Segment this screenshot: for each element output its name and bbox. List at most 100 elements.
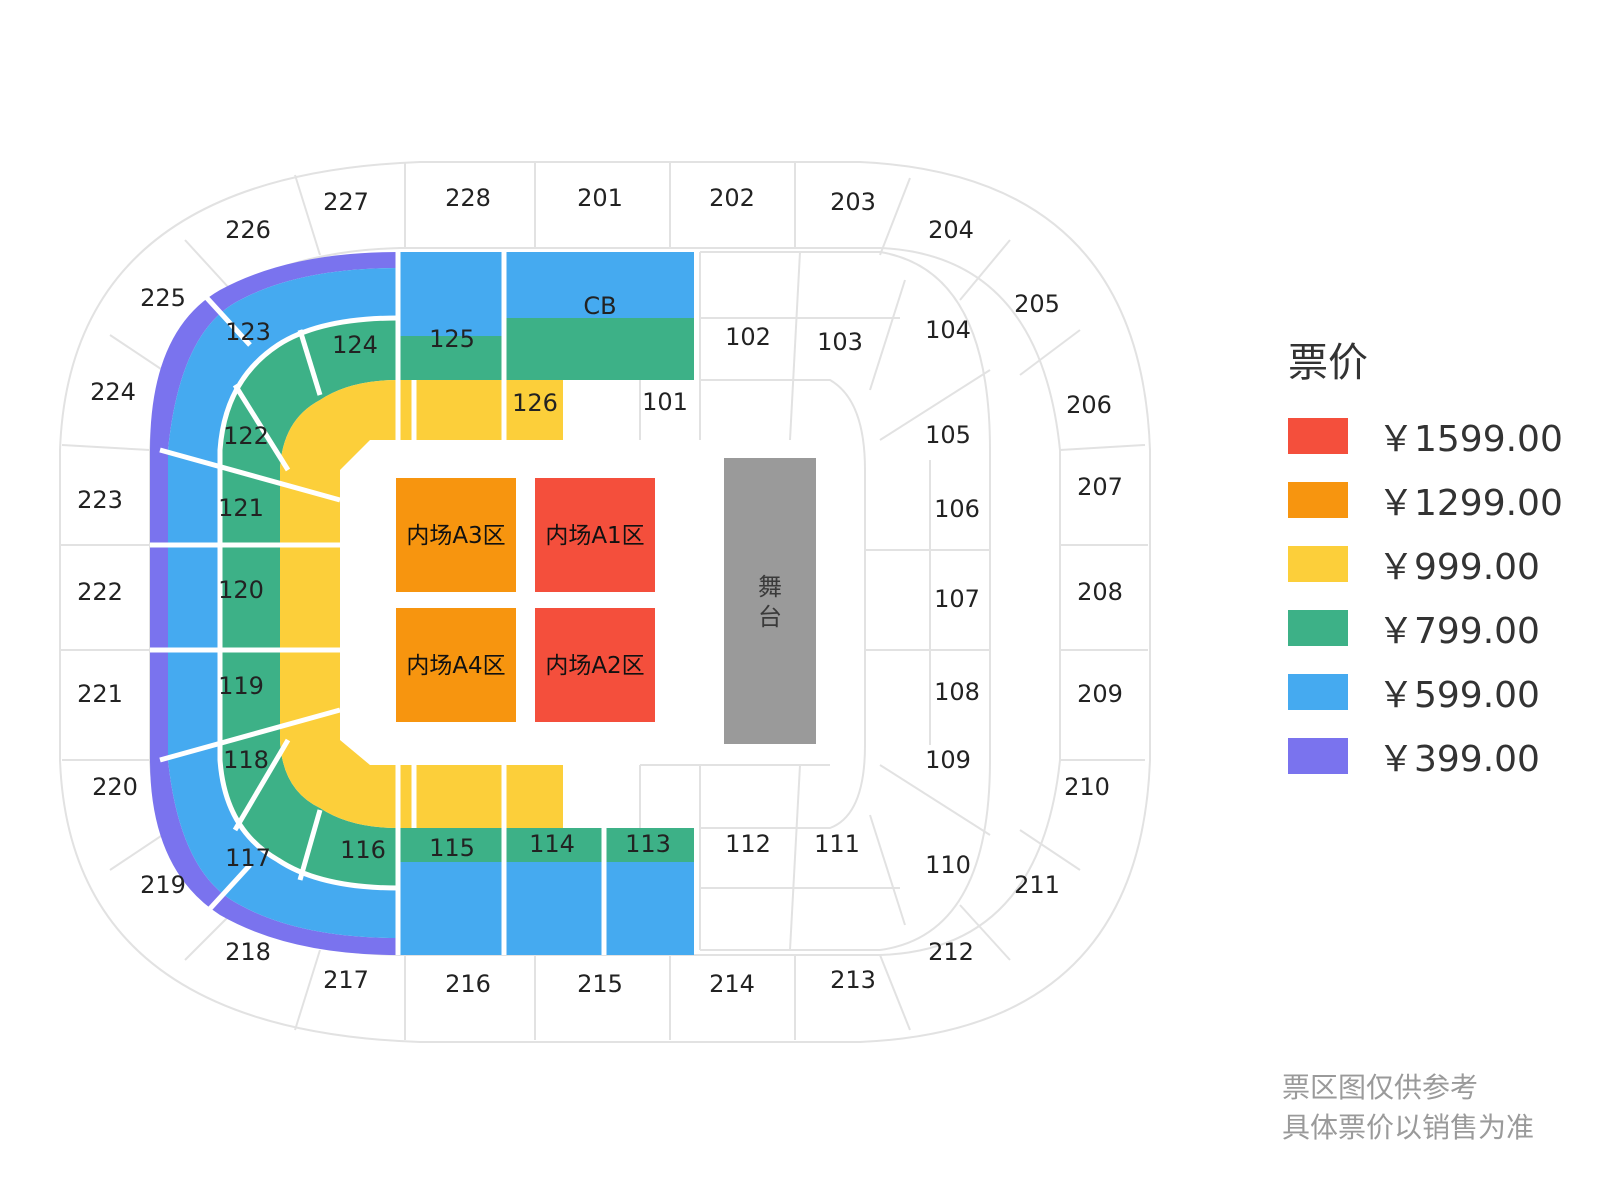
- section-113[interactable]: 113: [625, 830, 671, 858]
- section-cb[interactable]: CB: [583, 292, 616, 320]
- stage-label-2: 台: [758, 603, 782, 631]
- sec-bottom-green: [398, 828, 694, 862]
- floor-zone-a4[interactable]: [396, 608, 516, 722]
- section-115[interactable]: 115: [429, 834, 475, 862]
- floor-zone-a2-label: 内场A2区: [545, 653, 644, 679]
- legend-price: ￥1599.00: [1378, 419, 1563, 460]
- section-124[interactable]: 124: [332, 331, 378, 359]
- price-legend: 票价 ￥1599.00 ￥1299.00 ￥999.00 ￥799.00 ￥59…: [1288, 330, 1588, 788]
- section-120[interactable]: 120: [218, 576, 264, 604]
- section-116[interactable]: 116: [340, 836, 386, 864]
- sec-bottom-blue-strip: [398, 862, 694, 888]
- floor-zone-a3-label: 内场A3区: [406, 523, 505, 549]
- section-122[interactable]: 122: [223, 422, 269, 450]
- section-222[interactable]: 222: [77, 578, 123, 606]
- floor-zone-a1-label: 内场A1区: [545, 523, 644, 549]
- section-201[interactable]: 201: [577, 184, 623, 212]
- disclaimer-line-2: 具体票价以销售为准: [1282, 1111, 1535, 1144]
- section-225[interactable]: 225: [140, 284, 186, 312]
- section-103[interactable]: 103: [817, 328, 863, 356]
- section-202[interactable]: 202: [709, 184, 755, 212]
- section-111[interactable]: 111: [814, 830, 860, 858]
- left-dividers: [150, 252, 607, 955]
- section-114[interactable]: 114: [529, 830, 575, 858]
- lower-right-dividers: [639, 251, 991, 951]
- floor-zone-a2[interactable]: [535, 608, 655, 722]
- section-213[interactable]: 213: [830, 966, 876, 994]
- section-206[interactable]: 206: [1066, 391, 1112, 419]
- section-224[interactable]: 224: [90, 378, 136, 406]
- section-108[interactable]: 108: [934, 678, 980, 706]
- section-216[interactable]: 216: [445, 970, 491, 998]
- legend-item: ￥599.00: [1288, 660, 1588, 724]
- legend-item: ￥999.00: [1288, 532, 1588, 596]
- sec-125-blue-strip: [398, 318, 502, 336]
- section-101[interactable]: 101: [642, 388, 688, 416]
- section-203[interactable]: 203: [830, 188, 876, 216]
- legend-price: ￥1299.00: [1378, 483, 1563, 524]
- disclaimer: 票区图仅供参考 具体票价以销售为准: [1282, 1068, 1534, 1148]
- legend-price: ￥799.00: [1378, 611, 1540, 652]
- blue-band: [168, 268, 398, 938]
- floor-zone-a1[interactable]: [535, 478, 655, 592]
- sec-bottom-yellow: [398, 765, 563, 828]
- floor-zone-a4-label: 内场A4区: [406, 653, 505, 679]
- legend-price: ￥399.00: [1378, 739, 1540, 780]
- section-126[interactable]: 126: [512, 389, 558, 417]
- section-226[interactable]: 226: [225, 216, 271, 244]
- section-220[interactable]: 220: [92, 773, 138, 801]
- section-105[interactable]: 105: [925, 421, 971, 449]
- section-215[interactable]: 215: [577, 970, 623, 998]
- section-209[interactable]: 209: [1077, 680, 1123, 708]
- section-221[interactable]: 221: [77, 680, 123, 708]
- section-210[interactable]: 210: [1064, 773, 1110, 801]
- sec-126-yellow: [398, 380, 563, 440]
- section-228[interactable]: 228: [445, 184, 491, 212]
- section-123[interactable]: 123: [225, 318, 271, 346]
- legend-item: ￥1299.00: [1288, 468, 1588, 532]
- section-107[interactable]: 107: [934, 585, 980, 613]
- legend-swatch: [1288, 482, 1348, 518]
- section-227[interactable]: 227: [323, 188, 369, 216]
- section-125[interactable]: 125: [429, 325, 475, 353]
- section-117[interactable]: 117: [225, 844, 271, 872]
- section-102[interactable]: 102: [725, 323, 771, 351]
- section-214[interactable]: 214: [709, 970, 755, 998]
- legend-swatch: [1288, 674, 1348, 710]
- section-109[interactable]: 109: [925, 746, 971, 774]
- section-104[interactable]: 104: [925, 316, 971, 344]
- legend-item: ￥799.00: [1288, 596, 1588, 660]
- section-205[interactable]: 205: [1014, 290, 1060, 318]
- section-223[interactable]: 223: [77, 486, 123, 514]
- legend-item: ￥1599.00: [1288, 404, 1588, 468]
- lower-section-labels: 101 102 103 104 105 106 107 108 109 110 …: [218, 292, 980, 879]
- stage-label-1: 舞: [758, 573, 782, 601]
- green-band: [220, 318, 398, 888]
- legend-title: 票价: [1288, 340, 1368, 386]
- section-119[interactable]: 119: [218, 672, 264, 700]
- sec-bottom-blue: [398, 888, 694, 955]
- section-218[interactable]: 218: [225, 938, 271, 966]
- section-208[interactable]: 208: [1077, 578, 1123, 606]
- legend-price: ￥999.00: [1378, 547, 1540, 588]
- section-211[interactable]: 211: [1014, 871, 1060, 899]
- section-219[interactable]: 219: [140, 871, 186, 899]
- section-212[interactable]: 212: [928, 938, 974, 966]
- legend-price: ￥599.00: [1378, 675, 1540, 716]
- section-204[interactable]: 204: [928, 216, 974, 244]
- section-207[interactable]: 207: [1077, 473, 1123, 501]
- section-118[interactable]: 118: [223, 746, 269, 774]
- disclaimer-line-1: 票区图仅供参考: [1282, 1071, 1479, 1104]
- floor-zone-a3[interactable]: [396, 478, 516, 592]
- section-110[interactable]: 110: [925, 851, 971, 879]
- section-121[interactable]: 121: [218, 494, 264, 522]
- section-106[interactable]: 106: [934, 495, 980, 523]
- lower-right-inner: [700, 379, 866, 829]
- legend-swatch: [1288, 418, 1348, 454]
- section-112[interactable]: 112: [725, 830, 771, 858]
- sec-top-blue: [398, 252, 694, 318]
- section-217[interactable]: 217: [323, 966, 369, 994]
- legend-swatch: [1288, 546, 1348, 582]
- legend-item: ￥399.00: [1288, 724, 1588, 788]
